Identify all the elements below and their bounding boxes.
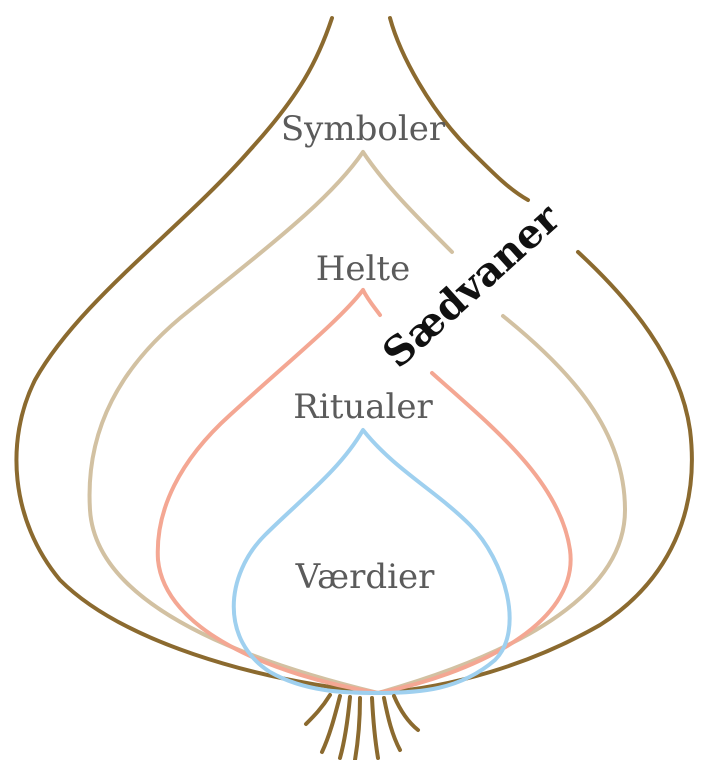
root-6: [392, 694, 420, 732]
outer-skin-left: [14, 16, 380, 695]
root-4: [370, 696, 380, 760]
symboler-layer-right-top: [361, 150, 454, 254]
root-2: [338, 695, 352, 760]
vaerdier-label: Værdier: [295, 557, 435, 597]
ritualer-label: Ritualer: [293, 387, 433, 427]
outer-skin-right-bottom: [376, 250, 694, 695]
roots: [304, 693, 420, 760]
root-1: [320, 694, 342, 754]
outer-skin-right-top: [388, 16, 530, 202]
helte-layer-left: [155, 288, 380, 695]
symboler-layer-right-bottom: [376, 314, 627, 695]
root-7: [304, 693, 332, 726]
helte-layer-right-bottom: [376, 371, 573, 695]
root-5: [382, 696, 402, 752]
ritualer-layer: [231, 428, 512, 695]
symboler-layer-left: [87, 150, 380, 695]
helte-label: Helte: [316, 249, 410, 289]
root-3: [353, 696, 362, 760]
symboler-label: Symboler: [281, 109, 446, 149]
helte-layer-right-top: [361, 288, 382, 317]
